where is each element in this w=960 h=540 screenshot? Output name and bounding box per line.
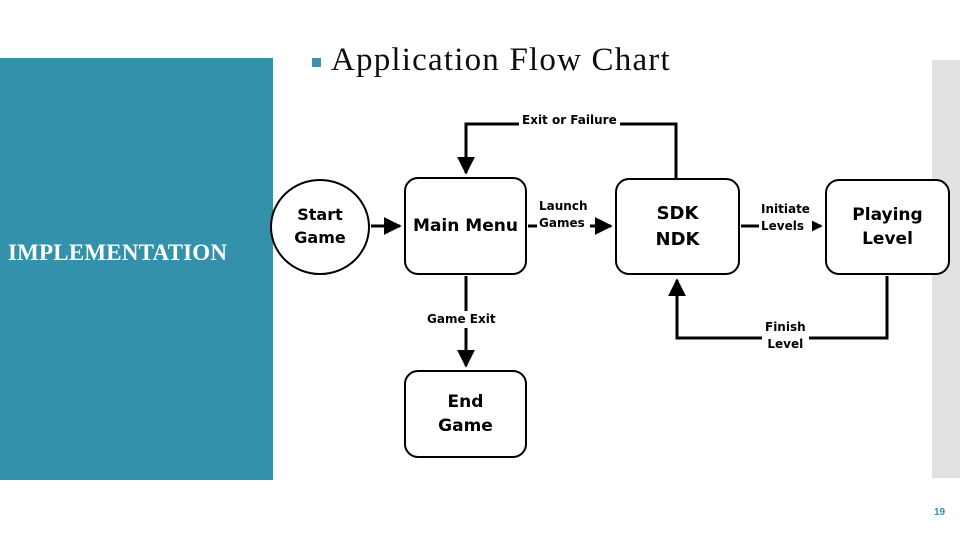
square-bullet-icon	[312, 58, 321, 67]
flow-node-label: Level	[862, 229, 913, 249]
edge-label-text: Game Exit	[427, 312, 496, 326]
flow-node-end-game[interactable]: End Game	[404, 370, 527, 458]
flow-node-sdk-ndk[interactable]: SDK NDK	[615, 178, 740, 275]
edge-label-finish-level: Finish Level	[762, 319, 809, 354]
edge-sdk-to-menu-exit-failure	[457, 122, 678, 178]
slide-title-row: Application Flow Chart	[312, 42, 671, 79]
edge-label-launch-games: Launch Games	[537, 198, 590, 233]
flow-node-label: Start	[297, 205, 343, 225]
edge-label-text: Exit or Failure	[522, 113, 617, 127]
edge-label-game-exit: Game Exit	[424, 311, 499, 329]
flow-node-start-game[interactable]: Start Game	[270, 179, 370, 275]
edge-label-text: Launch	[539, 199, 588, 213]
flow-node-label: SDK	[656, 202, 699, 224]
flow-node-label: End	[447, 391, 484, 412]
section-title: IMPLEMENTATION	[8, 240, 228, 265]
page-title: Application Flow Chart	[331, 42, 671, 78]
edge-label-exit-or-failure: Exit or Failure	[519, 112, 620, 130]
flow-node-main-menu[interactable]: Main Menu	[404, 177, 527, 275]
edge-label-text: Initiate	[761, 202, 810, 216]
flow-node-label: Game	[438, 416, 493, 436]
edge-label-text: Level	[767, 337, 804, 352]
flow-node-label: Main Menu	[413, 215, 518, 236]
page-number: 19	[934, 507, 946, 518]
flow-node-playing-level[interactable]: Playing Level	[825, 179, 950, 275]
edge-label-text: Finish	[765, 320, 806, 334]
section-panel: IMPLEMENTATION	[0, 58, 273, 480]
flow-node-label: Playing	[852, 204, 923, 225]
flow-node-label: NDK	[655, 228, 700, 250]
flow-node-label: Game	[294, 228, 346, 247]
edge-label-text: Levels	[761, 219, 805, 234]
edge-label-initiate-levels: Initiate Levels	[759, 201, 812, 236]
edge-label-text: Games	[539, 216, 585, 231]
